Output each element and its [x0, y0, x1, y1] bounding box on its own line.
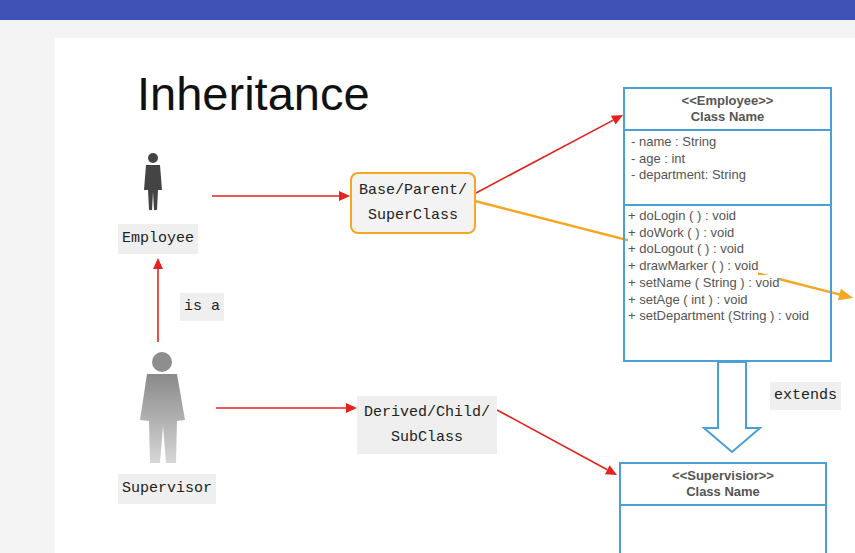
top-bar [0, 0, 855, 20]
arrow-head [611, 115, 623, 125]
arrow-head [153, 258, 163, 269]
person-head [152, 352, 172, 372]
connector-line [157, 269, 159, 342]
arrow-head [339, 191, 350, 201]
method-line: + setDepartment (String ) : void [628, 308, 809, 325]
inheritance-arrow [704, 362, 760, 452]
class-box: <<Supervisior>>Class Name [619, 462, 827, 553]
term-text: Derived/Child/ SubClass [363, 400, 491, 450]
connector [153, 258, 163, 342]
connector [497, 410, 617, 475]
actor-node: Supervisor [118, 348, 216, 504]
class-attributes: - name : String- age : int- department: … [625, 131, 830, 206]
arrow-head [346, 403, 357, 413]
slide-title: Inheritance [137, 66, 370, 121]
attribute-line: - name : String [631, 134, 716, 151]
connector [212, 191, 350, 201]
method-line: + doLogout ( ) : void [628, 241, 744, 258]
method-line: + drawMarker ( ) : void [628, 258, 758, 275]
class-box: <<Employee>>Class Name- name : String- a… [623, 87, 832, 362]
class-header: <<Supervisior>>Class Name [621, 464, 825, 506]
person-body [140, 374, 185, 463]
class-title: Class Name [691, 109, 765, 125]
method-line: + doWork ( ) : void [628, 225, 734, 242]
connector-line [216, 407, 346, 409]
connector-line [497, 410, 607, 470]
method-line: + doLogin ( ) : void [628, 208, 736, 225]
pointer-head [838, 289, 853, 301]
orange-pointer [471, 200, 853, 300]
term-box: Derived/Child/ SubClass [357, 396, 497, 454]
edge-label: extends [770, 382, 841, 410]
term-box: Base/Parent/ SuperClass [350, 172, 476, 234]
attribute-line: - department: String [631, 167, 746, 184]
connector-line [476, 120, 613, 193]
class-methods: + doLogin ( ) : void+ doWork ( ) : void+… [625, 206, 830, 360]
actor-node: Employee [118, 150, 198, 254]
connector [476, 115, 623, 193]
class-title: Class Name [686, 484, 760, 500]
class-methods [621, 506, 825, 553]
class-title: <<Employee>> [682, 93, 774, 109]
person-body [144, 165, 162, 210]
method-line: + setName ( String ) : void [628, 275, 779, 292]
class-title: <<Supervisior>> [672, 468, 774, 484]
class-header: <<Employee>>Class Name [625, 89, 830, 131]
connector-line [212, 195, 339, 197]
actor-label: Supervisor [118, 474, 216, 504]
attribute-line: - age : int [631, 151, 685, 168]
employee-icon [144, 153, 162, 210]
edge-label: is a [180, 293, 224, 321]
term-text: Base/Parent/ SuperClass [358, 178, 468, 228]
arrow-head [605, 465, 617, 475]
method-line: + setAge ( int ) : void [628, 292, 748, 309]
pointer-line [471, 200, 840, 295]
supervisor-icon [140, 352, 185, 463]
extends-arrow [704, 362, 760, 452]
person-head [148, 153, 158, 163]
connector [216, 403, 357, 413]
actor-label: Employee [118, 224, 198, 254]
